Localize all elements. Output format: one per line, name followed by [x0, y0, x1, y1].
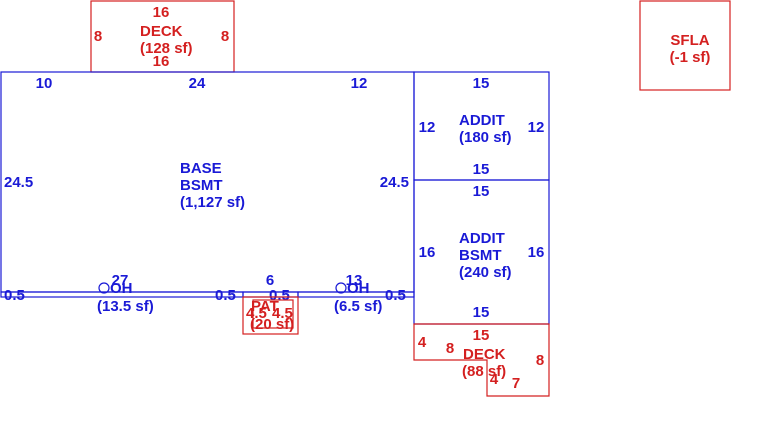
pat-inner-outline [252, 299, 294, 329]
oh-left-dim-top: 27 [112, 272, 129, 289]
base-dim-left: 24.5 [4, 174, 33, 191]
deck-bottom-dim-a: 4 [418, 334, 427, 351]
deck-bottom-dim-c: 8 [536, 352, 544, 369]
oh-left-label: OH [110, 280, 133, 297]
oh-right-label: OH [347, 280, 370, 297]
addit-bsmt-dim-top: 15 [473, 183, 490, 200]
addit-dim-top: 15 [473, 75, 490, 92]
addit-bsmt-dim-bottom: 15 [473, 304, 490, 321]
addit-dim-right: 12 [528, 119, 545, 136]
deck-top-area: (128 sf) [140, 40, 193, 57]
oh-left-area: (13.5 sf) [97, 298, 154, 315]
sfla-area: (-1 sf) [670, 49, 711, 66]
oh-right-dim-right: 0.5 [385, 287, 406, 304]
oh-right-dim-top: 13 [346, 272, 363, 289]
base-dim-top-c: 12 [351, 75, 368, 92]
deck-bottom-dim-b: 8 [446, 340, 454, 357]
base-label-line1: BASE [180, 160, 222, 177]
pat-outline [242, 296, 299, 335]
deck-bottom-dim-top: 15 [473, 327, 490, 344]
pat-area: (20 sf) [250, 316, 294, 333]
pat-dim-top: 6 [266, 272, 274, 289]
pat-dim-right: 4.5 [272, 305, 293, 322]
deck-top-dim-right: 8 [221, 28, 229, 45]
sfla-label: SFLA [670, 32, 709, 49]
addit-bsmt-label-line2: BSMT [459, 247, 502, 264]
addit-area: (180 sf) [459, 129, 512, 146]
base-area: (1,127 sf) [180, 194, 245, 211]
pat-label: PAT [251, 298, 279, 315]
base-label-line2: BSMT [180, 177, 223, 194]
addit-bsmt-dim-left: 16 [419, 244, 436, 261]
deck-bottom-dim-e: 7 [512, 375, 520, 392]
deck-bottom-label: DECK [463, 346, 506, 363]
deck-top-dim-left: 8 [94, 28, 102, 45]
oh-left-dim-left: 0.5 [4, 287, 25, 304]
addit-bsmt-label-line1: ADDIT [459, 230, 505, 247]
pat-dim-left: 4.5 [246, 305, 267, 322]
addit-dim-bottom: 15 [473, 161, 490, 178]
base-dim-top-a: 10 [36, 75, 53, 92]
addit-bsmt-dim-right: 16 [528, 244, 545, 261]
deck-top-dim-bottom: 16 [153, 53, 170, 70]
deck-bottom-area: (88 sf) [462, 363, 506, 380]
deck-bottom-dim-d: 4 [490, 371, 499, 388]
oh-right-area: (6.5 sf) [334, 298, 382, 315]
oh-left-dim-right: 0.5 [215, 287, 236, 304]
deck-top-dim-top: 16 [153, 4, 170, 21]
addit-bsmt-area: (240 sf) [459, 264, 512, 281]
deck-bottom-outline [413, 323, 550, 397]
addit-label: ADDIT [459, 112, 505, 129]
sfla-outline [639, 0, 731, 91]
oh-left-marker [98, 282, 110, 294]
deck-top-label: DECK [140, 23, 183, 40]
base-dim-top-b: 24 [189, 75, 206, 92]
addit-dim-left: 12 [419, 119, 436, 136]
oh-right-marker [335, 282, 347, 294]
base-dim-right: 24.5 [380, 174, 409, 191]
